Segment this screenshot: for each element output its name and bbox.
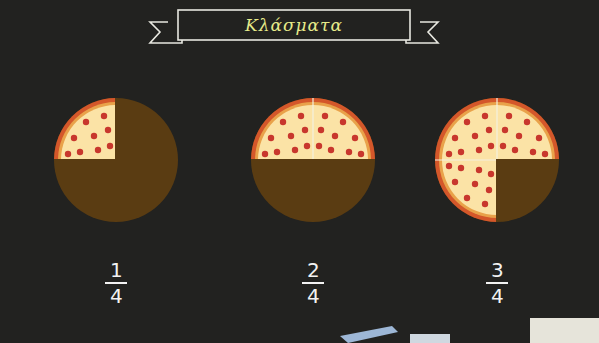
- numerator: 1: [110, 260, 123, 280]
- fraction-bar: [302, 282, 324, 284]
- fraction-bar: [486, 282, 508, 284]
- title-text: Κλάσματα: [245, 15, 343, 35]
- denominator: 4: [110, 286, 123, 306]
- denominator: 4: [307, 286, 320, 306]
- denominator: 4: [491, 286, 504, 306]
- chalk-tray: [340, 318, 599, 343]
- fraction-bar: [105, 282, 127, 284]
- numerator: 3: [491, 260, 504, 280]
- title-banner: [150, 10, 438, 43]
- pizza-three-quarters: [435, 98, 559, 222]
- numerator: 2: [307, 260, 320, 280]
- pizza-one-quarter: [54, 98, 178, 222]
- pizza-two-quarters: [251, 98, 375, 222]
